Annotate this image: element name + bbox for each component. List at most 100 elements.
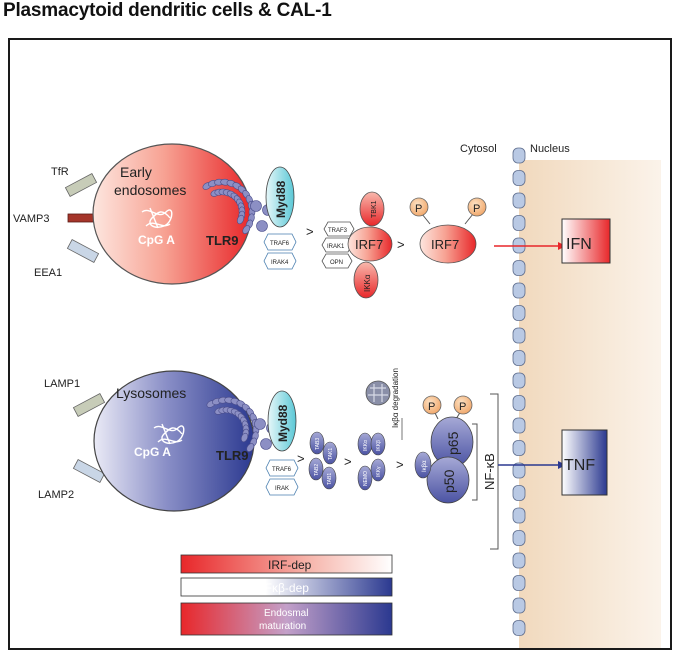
irf7-active-label: IRF7 — [431, 237, 459, 252]
lamp1-marker — [72, 393, 106, 417]
legend-nfkb-label: NFκβ-dep — [256, 581, 309, 595]
page-title: Plasmacytoid dendritic cells & CAL-1 — [3, 0, 332, 21]
nuclear-pore-icon — [512, 372, 526, 389]
tab3-label: TAB3 — [315, 438, 321, 450]
ifn-output-box — [561, 218, 611, 264]
traf6-label-upper: TRAF6 — [270, 241, 290, 247]
irf7-bound-shape — [347, 226, 393, 262]
opn-shape — [321, 253, 353, 269]
phospho-irf7: P P IRF7 — [409, 197, 487, 264]
nuclear-pore-icon — [512, 597, 526, 614]
tbk1-label: TBK1 — [371, 200, 378, 218]
legend-maturation-bar — [180, 602, 393, 636]
nuclear-pore-icon — [512, 192, 526, 209]
nuclear-pore-icon — [512, 327, 526, 344]
proteasome-degradation: Iκβα degradation — [365, 368, 403, 440]
legend-maturation-label-1: Endosmal — [264, 608, 308, 619]
irak1-label: IRAK1 — [327, 244, 345, 250]
legend: IRF-dep NFκβ-dep Endosmal maturation — [180, 554, 393, 636]
phospho-label-3: P — [428, 401, 435, 413]
tab1-shape — [321, 466, 337, 490]
tlr9-tir-domain — [256, 220, 268, 232]
p65-label: p65 — [445, 431, 461, 455]
nuclear-pore-icon — [512, 282, 526, 299]
eea1-marker — [66, 239, 100, 263]
irak-label-lower: IRAK — [275, 486, 289, 492]
nucleus-label: Nucleus — [530, 143, 570, 155]
tlr9-repeat — [236, 214, 245, 225]
phospho-label-4: P — [459, 401, 466, 413]
nuclear-pore-icon — [512, 552, 526, 569]
nuclear-pore-icon — [512, 305, 526, 321]
ikkg-label: IKKγ — [376, 466, 382, 477]
cytosol-label: Cytosol — [460, 143, 497, 155]
early-endosome-label-line1: Early — [120, 164, 152, 180]
tak1-shape — [322, 441, 338, 465]
tlr9-repeat — [240, 432, 249, 443]
nuclear-pore-icon — [512, 620, 526, 636]
ikka-upper-label: IKKα — [363, 274, 372, 292]
cpg-a-label-upper: CpG A — [138, 233, 175, 247]
traf6-label-lower: TRAF6 — [272, 467, 292, 473]
irak4-label-upper: IRAK4 — [271, 260, 289, 266]
ikba-label: Iκβα — [422, 460, 428, 472]
nfkb-label: NF-κB — [482, 453, 497, 490]
lamp2-label: LAMP2 — [38, 489, 74, 501]
tak1-label: TAK1 — [328, 448, 334, 460]
irak1-shape — [321, 237, 353, 253]
tlr9-lower: TLR9 — [206, 396, 278, 463]
tab2-shape — [308, 457, 324, 481]
tfr-marker — [64, 173, 98, 197]
myd88-label-lower: Myd88 — [276, 404, 290, 442]
tlr9-tir-domain — [254, 418, 266, 430]
tbk1-shape — [359, 191, 385, 227]
irf7-complex: TRAF3 IRAK1 OPN TBK1 IRF7 IKKα — [321, 191, 393, 299]
lamp2-marker — [72, 459, 106, 483]
ikka-lower-label: IKKα — [363, 440, 369, 451]
lysosome-label: Lysosomes — [116, 385, 186, 401]
tlr9-repeat — [246, 443, 255, 452]
nuclear-pore-icon — [512, 395, 526, 411]
nuclear-pore-icon — [512, 170, 526, 186]
eea1-label: EEA1 — [34, 267, 62, 279]
lysosome: LAMP1 LAMP2 Lysosomes CpG A — [38, 370, 255, 512]
tlr9-tir-domain — [250, 200, 262, 212]
traf6-lower-shape — [265, 459, 299, 477]
traf6-upper-shape — [263, 233, 297, 251]
p50-shape — [426, 456, 470, 504]
ikka-upper-shape — [353, 261, 379, 299]
myd88-lower: Myd88 TRAF6 IRAK — [265, 390, 299, 496]
legend-maturation-label-2: maturation — [259, 621, 306, 632]
phospho-icon — [409, 197, 429, 217]
nuclear-pore-icon — [512, 417, 526, 434]
tlr9-upper: TLR9 — [202, 178, 274, 248]
tab3-shape — [309, 431, 325, 455]
vamp3-label: VAMP3 — [13, 213, 49, 225]
early-endosome-label-line2: endosomes — [114, 182, 186, 198]
tab1-label: TAB1 — [327, 473, 333, 485]
tak-complex: TAB3 TAK1 TAB2 TAB1 — [308, 431, 338, 490]
phospho-label-2: P — [473, 203, 480, 215]
cpg-a-dna-icon — [153, 423, 185, 445]
ikkb-label: IKKβ — [376, 440, 382, 451]
nuclear-pore-icon — [512, 507, 526, 524]
irak-lower-shape — [265, 478, 299, 496]
ikk-complex: IKKα IKKβ IKKγ NEMO — [357, 432, 386, 491]
cpg-a-label-lower: CpG A — [134, 445, 171, 459]
myd88-label-upper: Myd88 — [274, 180, 288, 218]
ikkg-shape — [370, 458, 386, 482]
nemo-shape — [357, 465, 373, 491]
proteasome-icon — [365, 380, 391, 406]
early-endosome: TfR VAMP3 EEA1 Early endosomes CpG A — [13, 143, 252, 285]
nuclear-pore-icon — [512, 147, 526, 164]
phospho-icon — [422, 395, 442, 415]
nuclear-pore-icon — [512, 485, 526, 501]
irf7-active-shape — [419, 224, 477, 264]
nuclear-pore-icon — [512, 350, 526, 366]
degradation-label: Iκβα degradation — [391, 368, 400, 428]
nuclear-pore-icon — [512, 215, 526, 231]
tlr9-label-upper: TLR9 — [206, 233, 239, 248]
legend-irf-bar — [180, 554, 393, 574]
myd88-lower-shape — [267, 390, 297, 452]
